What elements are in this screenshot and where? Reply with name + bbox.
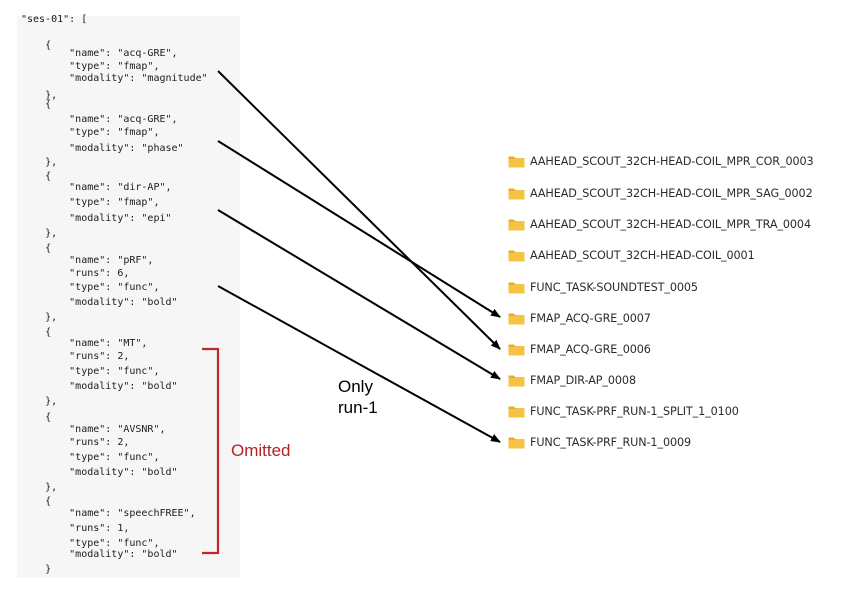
folder-icon: [508, 405, 525, 418]
folder-item[interactable]: AAHEAD_SCOUT_32CH-HEAD-COIL_MPR_TRA_0004: [508, 215, 811, 233]
folder-list: AAHEAD_SCOUT_32CH-HEAD-COIL_MPR_COR_0003…: [508, 0, 858, 595]
folder-item[interactable]: AAHEAD_SCOUT_32CH-HEAD-COIL_MPR_COR_0003: [508, 152, 814, 170]
arrow-magnitude-to-gre-0006: [217, 70, 501, 350]
code-line: "modality": "magnitude": [21, 73, 208, 84]
folder-item[interactable]: AAHEAD_SCOUT_32CH-HEAD-COIL_MPR_SAG_0002: [508, 184, 813, 202]
folder-label: FMAP_ACQ-GRE_0007: [530, 311, 651, 325]
folder-icon: [508, 187, 525, 200]
code-line: },: [21, 482, 58, 493]
folder-item[interactable]: FUNC_TASK-PRF_RUN-1_SPLIT_1_0100: [508, 402, 739, 420]
code-line: {: [21, 171, 52, 182]
folder-item[interactable]: FMAP_ACQ-GRE_0007: [508, 309, 651, 327]
code-line: "name": "MT",: [21, 338, 148, 349]
code-line: }: [21, 564, 52, 575]
folder-item[interactable]: FMAP_DIR-AP_0008: [508, 371, 636, 389]
folder-label: AAHEAD_SCOUT_32CH-HEAD-COIL_MPR_COR_0003: [530, 154, 814, 168]
code-line: {: [21, 327, 52, 338]
folder-icon: [508, 436, 525, 449]
arrow-prf-to-run1-0009: [217, 285, 501, 443]
folder-label: FMAP_DIR-AP_0008: [530, 373, 636, 387]
only-run1-annotation: Only run-1: [338, 376, 378, 418]
code-line: "modality": "bold": [21, 381, 178, 392]
omitted-label: Omitted: [231, 441, 291, 460]
code-line: "name": "dir-AP",: [21, 182, 172, 193]
arrow-dirap-to-0008: [217, 209, 501, 380]
code-line: "type": "func",: [21, 452, 160, 463]
code-line: "type": "func",: [21, 282, 160, 293]
folder-label: FMAP_ACQ-GRE_0006: [530, 342, 651, 356]
folder-icon: [508, 218, 525, 231]
folder-icon: [508, 312, 525, 325]
folder-label: AAHEAD_SCOUT_32CH-HEAD-COIL_0001: [530, 248, 755, 262]
arrow-phase-to-gre-0007: [217, 140, 501, 318]
code-line: "name": "speechFREE",: [21, 508, 196, 519]
code-line: },: [21, 90, 58, 101]
folder-item[interactable]: AAHEAD_SCOUT_32CH-HEAD-COIL_0001: [508, 246, 755, 264]
code-line: "name": "acq-GRE",: [21, 48, 178, 59]
code-line: "runs": 6,: [21, 268, 130, 279]
code-line: "modality": "bold": [21, 297, 178, 308]
folder-item[interactable]: FUNC_TASK-SOUNDTEST_0005: [508, 278, 698, 296]
code-line: "ses-01": [: [21, 14, 88, 25]
code-line: {: [21, 99, 52, 110]
code-line: {: [21, 496, 52, 507]
folder-icon: [508, 249, 525, 262]
code-line: {: [21, 40, 52, 51]
folder-label: FUNC_TASK-SOUNDTEST_0005: [530, 280, 698, 294]
json-code-panel: "ses-01": [ { "name": "acq-GRE", "type":…: [17, 14, 240, 578]
folder-item[interactable]: FUNC_TASK-PRF_RUN-1_0009: [508, 433, 691, 451]
code-line: "name": "AVSNR",: [21, 424, 166, 435]
code-line: "runs": 2,: [21, 437, 130, 448]
folder-icon: [508, 155, 525, 168]
folder-icon: [508, 281, 525, 294]
code-line: "modality": "bold": [21, 549, 178, 560]
code-line: "type": "func",: [21, 538, 160, 549]
code-line: },: [21, 312, 58, 323]
code-line: },: [21, 157, 58, 168]
run1-label: run-1: [338, 398, 378, 417]
code-line: "type": "fmap",: [21, 61, 160, 72]
omitted-bracket: [202, 347, 220, 555]
folder-label: FUNC_TASK-PRF_RUN-1_SPLIT_1_0100: [530, 404, 739, 418]
code-line: "name": "acq-GRE",: [21, 114, 178, 125]
folder-icon: [508, 374, 525, 387]
folder-label: AAHEAD_SCOUT_32CH-HEAD-COIL_MPR_TRA_0004: [530, 217, 811, 231]
code-line: {: [21, 412, 52, 423]
code-line: "type": "fmap",: [21, 127, 160, 138]
code-line: "runs": 1,: [21, 523, 130, 534]
code-line: {: [21, 243, 52, 254]
code-line: "modality": "epi": [21, 213, 172, 224]
code-line: "type": "fmap",: [21, 197, 160, 208]
folder-label: FUNC_TASK-PRF_RUN-1_0009: [530, 435, 692, 449]
code-line: },: [21, 396, 58, 407]
code-line: },: [21, 228, 58, 239]
folder-icon: [508, 343, 525, 356]
folder-label: AAHEAD_SCOUT_32CH-HEAD-COIL_MPR_SAG_0002: [530, 186, 813, 200]
folder-item[interactable]: FMAP_ACQ-GRE_0006: [508, 340, 651, 358]
code-line: "type": "func",: [21, 366, 160, 377]
code-line: "name": "pRF",: [21, 255, 154, 266]
code-line: "modality": "bold": [21, 467, 178, 478]
code-line: "modality": "phase": [21, 143, 184, 154]
code-line: "runs": 2,: [21, 351, 130, 362]
only-label: Only: [338, 377, 373, 396]
